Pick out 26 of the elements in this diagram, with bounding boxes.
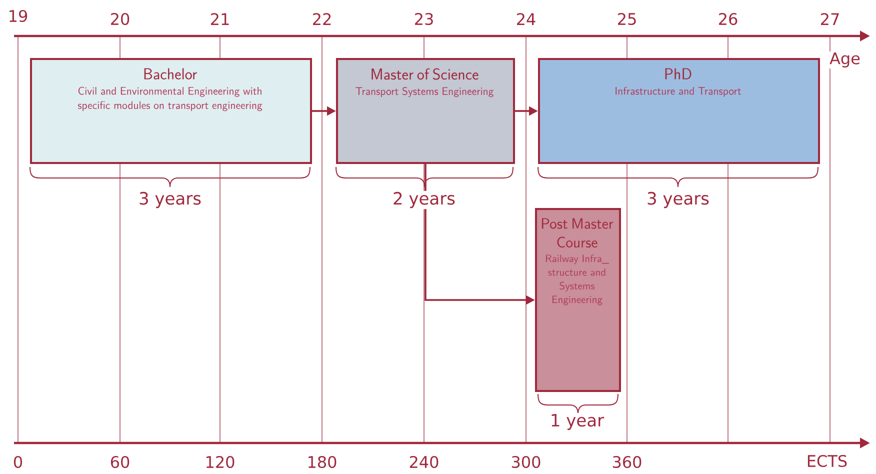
duration-label: 3 years	[646, 190, 710, 210]
axis-label: 60	[108, 454, 132, 470]
axis-label: 27	[818, 12, 842, 26]
process-box: Bachelor Civil and Environmental Engineering with specific modules on transport engineering	[30, 58, 312, 164]
duration-label: 2 years	[392, 190, 456, 210]
axis-label: 22	[310, 12, 334, 26]
axis-label: 360	[610, 454, 644, 470]
axis-label: 20	[108, 12, 132, 26]
process-box: PhD Infrastructure and Transport	[538, 58, 820, 164]
axis-label: 0	[12, 454, 24, 470]
axis-label: 300	[510, 454, 542, 470]
axis-label: 19	[6, 8, 30, 24]
axis-label: 21	[208, 12, 232, 26]
axis-label: 23	[412, 12, 436, 26]
process-box: Post Master Course Railway Infra_ structure and Systems Engineering	[535, 208, 621, 392]
axis-label: 120	[204, 454, 236, 470]
duration-label: 3 years	[138, 190, 202, 210]
axis-label: 24	[514, 12, 538, 26]
duration-label: 1 year	[548, 413, 606, 431]
axis-label: 180	[306, 454, 338, 470]
axis-label: 240	[408, 454, 440, 470]
axis-label: 25	[616, 12, 638, 26]
axis-label: ECTS	[805, 454, 849, 468]
process-box: Master of Science Transport Systems Engineering	[336, 58, 515, 164]
axis-label: Age	[828, 52, 862, 68]
axis-label: 26	[716, 12, 740, 26]
